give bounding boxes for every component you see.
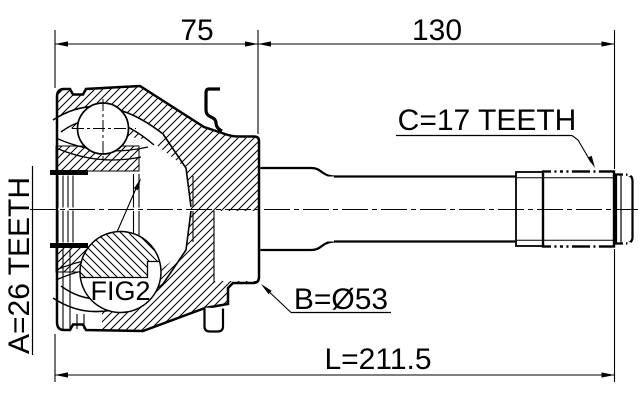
extension-lines xyxy=(54,30,616,382)
dimension-annotations xyxy=(54,30,616,382)
outer-spline-arrow xyxy=(587,155,595,168)
diameter-label: B=Ø53 xyxy=(294,283,388,316)
detail-step-edge xyxy=(81,260,161,279)
outer-spline-label: C=17 TEETH xyxy=(398,104,577,137)
ball-centerlines xyxy=(72,99,136,160)
boot-clamp-clip-upper xyxy=(204,87,223,133)
dimension-arrowheads xyxy=(55,41,615,378)
diameter-arrow xyxy=(261,284,272,295)
fig2-leader-arrow xyxy=(133,178,141,191)
diameter-callout: B=Ø53 xyxy=(261,283,391,316)
dim-overall-length-label: L=211.5 xyxy=(324,343,431,376)
flange-lower-face xyxy=(214,211,258,281)
inner-spline-callout: A=26 TEETH xyxy=(3,166,36,355)
dim-75-label: 75 xyxy=(180,14,213,47)
spline-tick-marks xyxy=(551,169,599,249)
inner-race-edge-lower xyxy=(50,243,88,248)
fig2-label: FIG2 xyxy=(90,276,150,306)
end-cap-ticks xyxy=(623,173,631,245)
detail-hatch xyxy=(80,231,161,278)
detail-callout-fig2: FIG2 xyxy=(79,178,162,314)
inner-spline-label: A=26 TEETH xyxy=(3,177,36,354)
boot-clamp-clip-lower xyxy=(203,307,225,333)
fig2-leader-line xyxy=(116,183,139,233)
inner-race-edge-upper xyxy=(50,170,88,175)
housing-outline xyxy=(55,84,261,333)
dim-130-label: 130 xyxy=(412,14,462,47)
outer-spline-callout: C=17 TEETH xyxy=(396,104,595,168)
